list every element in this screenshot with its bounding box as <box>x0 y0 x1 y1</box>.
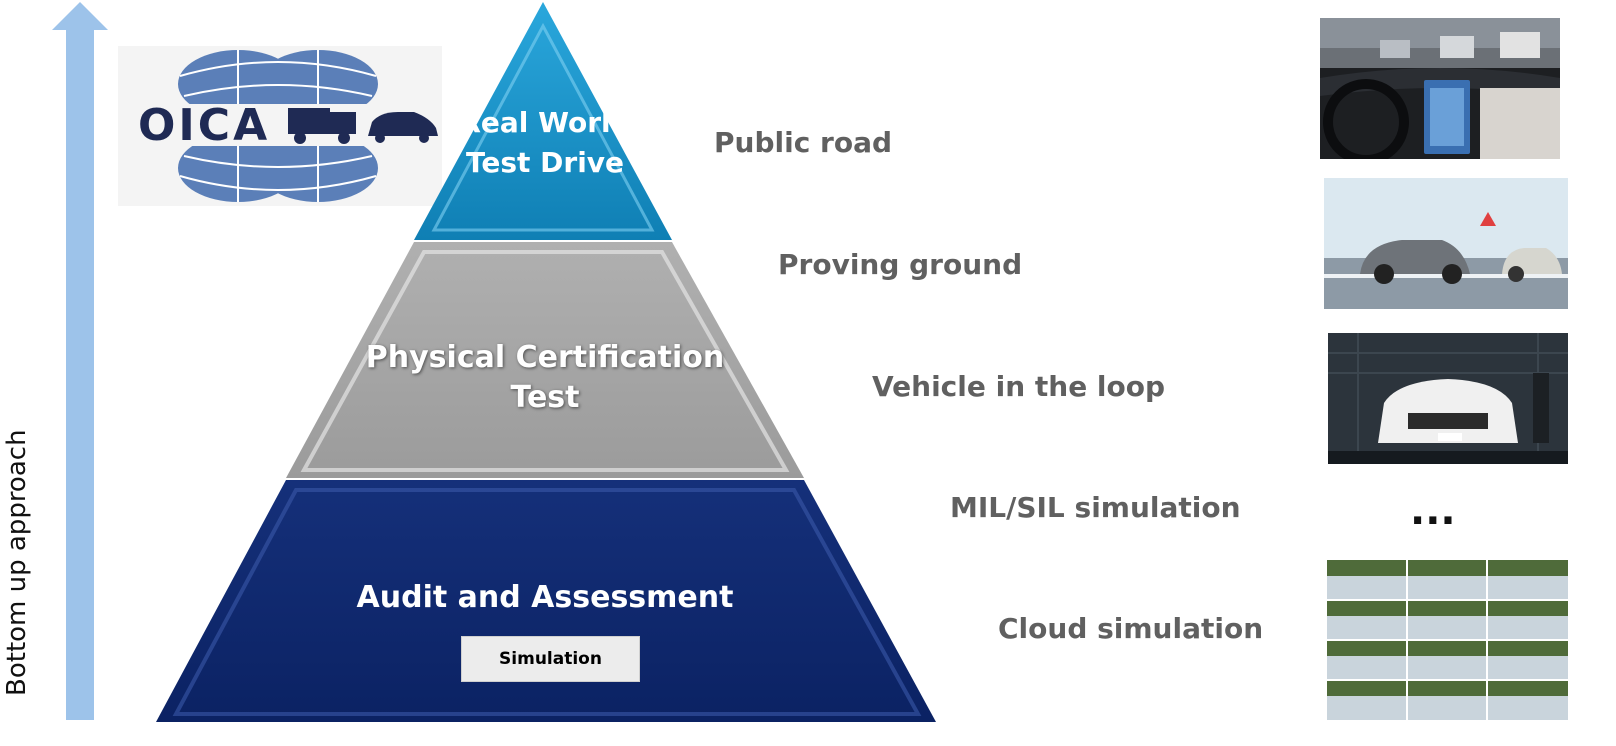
tier-top-shape <box>414 2 672 240</box>
level-public-road: Public road <box>714 126 893 159</box>
tier-audit-and-assessment: Audit and Assessment <box>356 580 734 615</box>
level-cloud-simulation: Cloud simulation <box>998 612 1264 645</box>
tier-middle-shape <box>286 242 804 478</box>
cloud-simulation-grid-screenshot <box>1327 560 1568 720</box>
level-proving-ground: Proving ground <box>778 248 1023 281</box>
vehicle-in-the-loop-lab-photo <box>1328 333 1568 464</box>
test-pyramid <box>156 2 936 722</box>
tier-physical-certification-test: Physical Certification Test <box>365 340 725 415</box>
proving-ground-crash-test-photo <box>1324 178 1568 309</box>
bottom-up-arrow-icon <box>52 2 108 720</box>
more-ellipsis: ... <box>1410 488 1456 534</box>
logo-text: OICA <box>138 100 271 151</box>
level-mil-sil-simulation: MIL/SIL simulation <box>950 491 1241 524</box>
oica-logo: OICA <box>118 46 442 206</box>
axis-label: Bottom up approach <box>2 429 32 696</box>
simulation-label-box: Simulation <box>461 636 640 682</box>
tier-bottom-shape <box>156 480 936 722</box>
car-interior-public-road-photo <box>1320 18 1560 159</box>
level-vehicle-in-the-loop: Vehicle in the loop <box>872 370 1166 403</box>
tier-real-world-test-drive: Real World Test Drive <box>459 106 631 179</box>
